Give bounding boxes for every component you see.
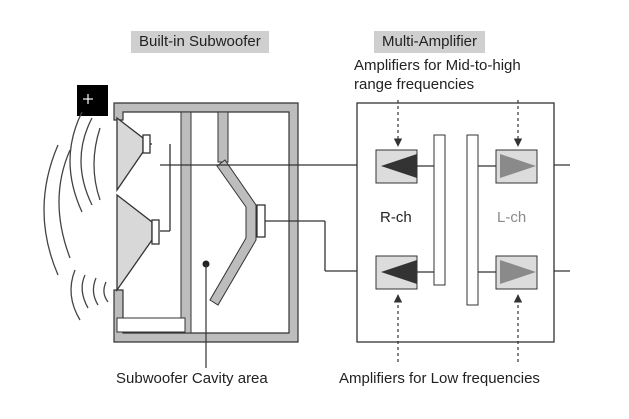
low-freq-label: Amplifiers for Low frequencies — [339, 370, 540, 387]
multi-amp-header: Multi-Amplifier — [374, 31, 486, 53]
l-ch-label: L-ch — [497, 209, 527, 226]
amp-connectors — [417, 165, 496, 273]
sound-wave-icon — [43, 111, 109, 321]
cursor-marker-icon — [77, 85, 108, 116]
bus-bar-r — [433, 134, 446, 286]
mid-high-label-line2: range frequencies — [354, 76, 475, 93]
cavity-label: Subwoofer Cavity area — [116, 370, 268, 387]
r-ch-label: R-ch — [380, 209, 412, 226]
amplifier-triangle-icon — [375, 149, 538, 290]
subwoofer-header: Built-in Subwoofer — [131, 31, 269, 53]
driver-cone-icon — [116, 116, 266, 293]
mid-high-label-line1: Amplifiers for Mid-to-high — [354, 57, 521, 74]
bus-bar-l — [466, 134, 479, 306]
dashed-arrows — [393, 100, 523, 362]
subwoofer-enclosure — [113, 102, 299, 343]
